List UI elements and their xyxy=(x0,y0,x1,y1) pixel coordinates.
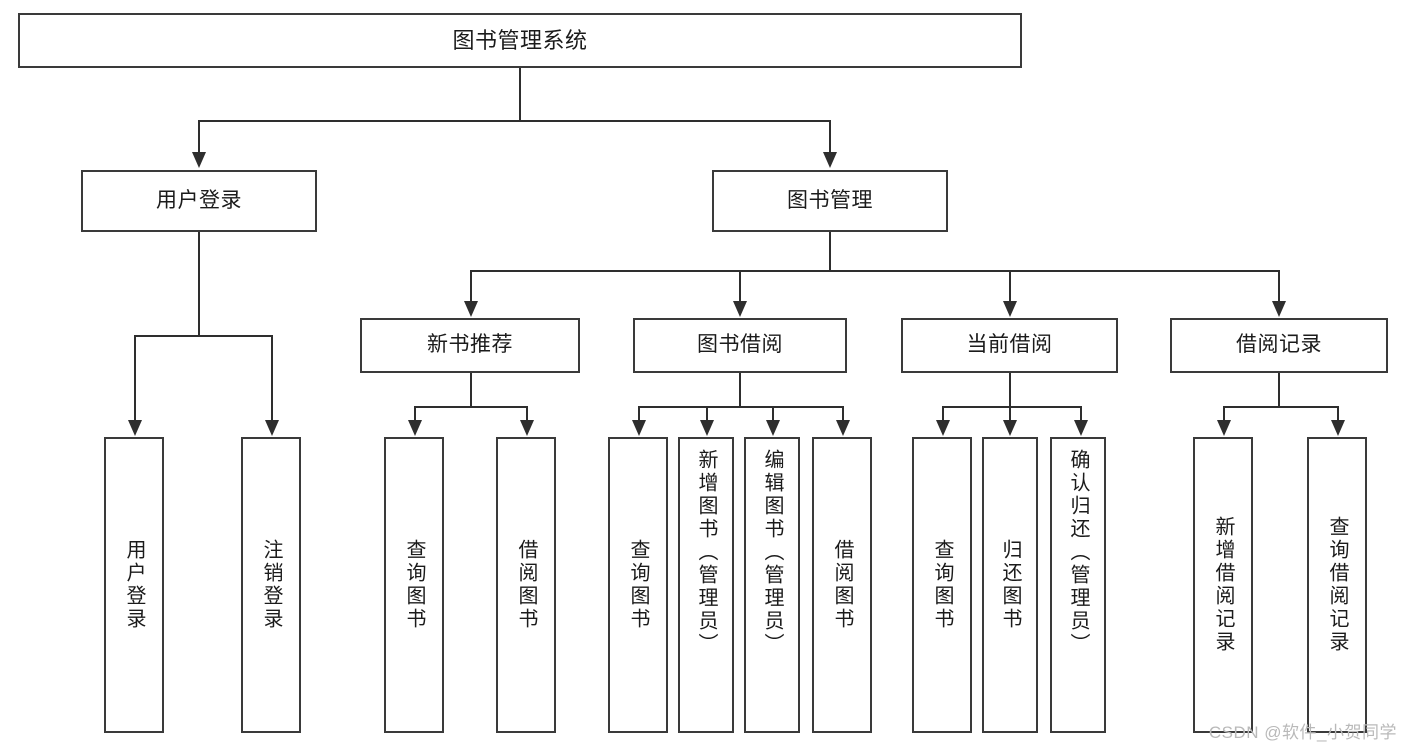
arrow-new-book-to-leaf-1 xyxy=(408,420,422,436)
node-label: 查询图书 xyxy=(627,539,649,631)
arrow-bm-to-borrow-record xyxy=(1272,301,1286,317)
connector-new-book-to-leaf-2 xyxy=(526,406,528,421)
connector-root-to-book-management xyxy=(829,120,831,153)
arrow-cb-to-leaf-2 xyxy=(1003,420,1017,436)
leaf-borrow-record-query-record[interactable]: 查询借阅记录 xyxy=(1307,437,1367,733)
leaf-current-borrow-confirm-return-admin[interactable]: 确认归还（管理员） xyxy=(1050,437,1106,733)
node-label: 图书管理 xyxy=(787,188,873,212)
arrow-bb-to-leaf-4 xyxy=(836,420,850,436)
connector-bb-to-leaf-1 xyxy=(638,406,640,421)
arrow-cb-to-leaf-1 xyxy=(936,420,950,436)
arrow-bm-to-current-borrow xyxy=(1003,301,1017,317)
leaf-user-login-logout[interactable]: 注销登录 xyxy=(241,437,301,733)
arrow-new-book-to-leaf-2 xyxy=(520,420,534,436)
node-label: 归还图书 xyxy=(999,539,1021,631)
node-label: 新书推荐 xyxy=(427,333,513,357)
leaf-book-borrow-borrow-book[interactable]: 借阅图书 xyxy=(812,437,872,733)
leaf-current-borrow-query-book[interactable]: 查询图书 xyxy=(912,437,972,733)
node-label: 编辑图书（管理员） xyxy=(761,449,783,656)
node-label: 借阅记录 xyxy=(1236,333,1322,357)
connector-br-to-leaf-1 xyxy=(1223,406,1225,421)
node-label: 用户登录 xyxy=(156,188,242,212)
connector-root-stem xyxy=(519,68,521,120)
node-root-book-management-system[interactable]: 图书管理系统 xyxy=(18,13,1022,68)
connector-user-login-stem xyxy=(198,232,200,335)
arrow-br-to-leaf-1 xyxy=(1217,420,1231,436)
connector-root-to-user-login xyxy=(198,120,200,153)
connector-new-book-bus xyxy=(414,406,526,408)
arrow-root-to-user-login xyxy=(192,152,206,168)
arrow-user-login-to-leaf-2 xyxy=(265,420,279,436)
connector-bb-to-leaf-3 xyxy=(772,406,774,421)
arrow-user-login-to-leaf-1 xyxy=(128,420,142,436)
node-new-book-recommend[interactable]: 新书推荐 xyxy=(360,318,580,373)
connector-bb-to-leaf-4 xyxy=(842,406,844,421)
connector-book-borrow-stem xyxy=(739,373,741,406)
node-borrow-record[interactable]: 借阅记录 xyxy=(1170,318,1388,373)
leaf-new-book-query-book[interactable]: 查询图书 xyxy=(384,437,444,733)
connector-cb-to-leaf-1 xyxy=(942,406,944,421)
connector-bm-to-new-book xyxy=(470,270,472,302)
leaf-book-borrow-edit-book-admin[interactable]: 编辑图书（管理员） xyxy=(744,437,800,733)
connector-borrow-record-stem xyxy=(1278,373,1280,406)
node-label: 查询图书 xyxy=(403,539,425,631)
arrow-bm-to-new-book xyxy=(464,301,478,317)
connector-user-login-to-leaf-2 xyxy=(271,335,273,421)
node-label: 新增图书（管理员） xyxy=(695,449,717,656)
connector-user-login-bus xyxy=(134,335,272,337)
leaf-new-book-borrow-book[interactable]: 借阅图书 xyxy=(496,437,556,733)
node-label: 新增借阅记录 xyxy=(1212,516,1234,654)
connector-current-borrow-stem xyxy=(1009,373,1011,406)
leaf-borrow-record-add-record[interactable]: 新增借阅记录 xyxy=(1193,437,1253,733)
node-label: 图书管理系统 xyxy=(452,27,588,53)
node-current-borrow[interactable]: 当前借阅 xyxy=(901,318,1118,373)
arrow-cb-to-leaf-3 xyxy=(1074,420,1088,436)
leaf-user-login-login[interactable]: 用户登录 xyxy=(104,437,164,733)
node-label: 用户登录 xyxy=(123,539,145,631)
connector-bb-to-leaf-2 xyxy=(706,406,708,421)
leaf-current-borrow-return-book[interactable]: 归还图书 xyxy=(982,437,1038,733)
node-label: 确认归还（管理员） xyxy=(1067,449,1089,656)
node-label: 查询借阅记录 xyxy=(1326,516,1348,654)
arrow-bb-to-leaf-1 xyxy=(632,420,646,436)
csdn-watermark: CSDN @软件_小贺同学 xyxy=(1208,723,1397,742)
connector-book-management-stem xyxy=(829,232,831,270)
connector-root-bus xyxy=(198,120,831,122)
arrow-root-to-book-management xyxy=(823,152,837,168)
connector-bm-to-borrow-record xyxy=(1278,270,1280,302)
connector-new-book-stem xyxy=(470,373,472,406)
node-label: 图书借阅 xyxy=(697,333,783,357)
leaf-book-borrow-add-book-admin[interactable]: 新增图书（管理员） xyxy=(678,437,734,733)
connector-bm-to-book-borrow xyxy=(739,270,741,302)
connector-user-login-to-leaf-1 xyxy=(134,335,136,421)
node-user-login[interactable]: 用户登录 xyxy=(81,170,317,232)
connector-current-borrow-bus xyxy=(942,406,1080,408)
node-label: 注销登录 xyxy=(260,539,282,631)
connector-br-to-leaf-2 xyxy=(1337,406,1339,421)
leaf-book-borrow-query-book[interactable]: 查询图书 xyxy=(608,437,668,733)
connector-book-borrow-bus xyxy=(638,406,842,408)
arrow-br-to-leaf-2 xyxy=(1331,420,1345,436)
node-label: 借阅图书 xyxy=(515,539,537,631)
node-label: 借阅图书 xyxy=(831,539,853,631)
connector-book-management-bus xyxy=(470,270,1279,272)
arrow-bm-to-book-borrow xyxy=(733,301,747,317)
connector-cb-to-leaf-3 xyxy=(1080,406,1082,421)
node-book-management[interactable]: 图书管理 xyxy=(712,170,948,232)
connector-borrow-record-bus xyxy=(1223,406,1337,408)
arrow-bb-to-leaf-3 xyxy=(766,420,780,436)
connector-bm-to-current-borrow xyxy=(1009,270,1011,302)
arrow-bb-to-leaf-2 xyxy=(700,420,714,436)
connector-new-book-to-leaf-1 xyxy=(414,406,416,421)
node-label: 查询图书 xyxy=(931,539,953,631)
node-label: 当前借阅 xyxy=(966,333,1053,357)
connector-cb-to-leaf-2 xyxy=(1009,406,1011,421)
node-book-borrow[interactable]: 图书借阅 xyxy=(633,318,847,373)
